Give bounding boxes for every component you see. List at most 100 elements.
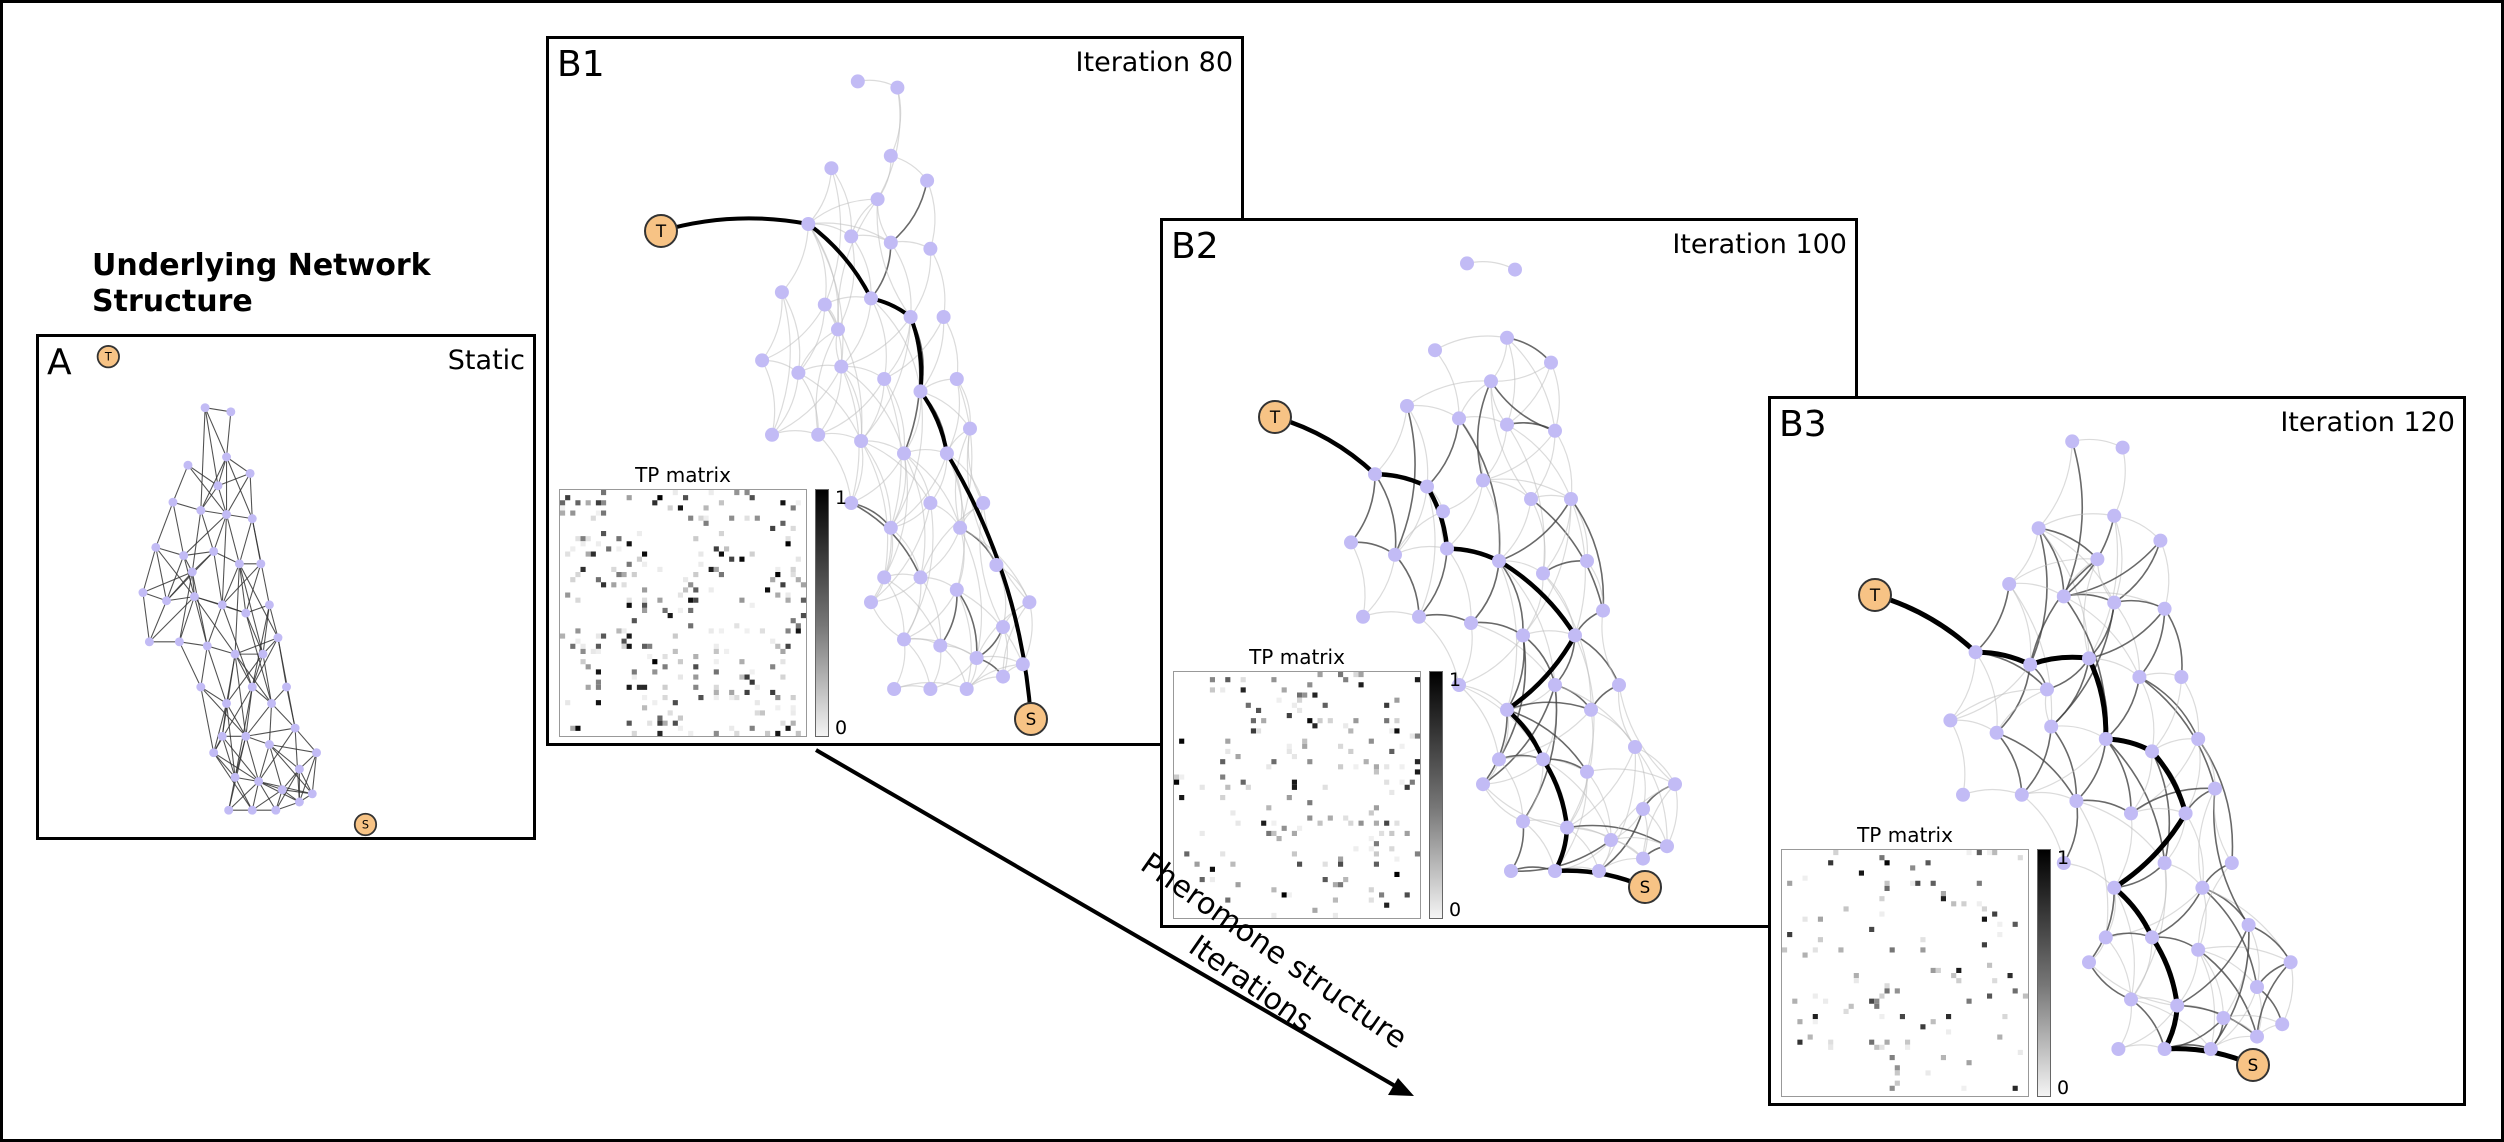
matrix-cell — [595, 541, 601, 547]
network-node — [209, 547, 219, 556]
network-node — [226, 407, 236, 417]
network-edge — [2117, 999, 2132, 1050]
network-edge — [245, 736, 260, 782]
matrix-cell — [1225, 784, 1231, 790]
matrix-cell — [1291, 830, 1297, 836]
start-node-t: T — [96, 345, 120, 369]
network-node — [1492, 752, 1506, 767]
network-edge — [213, 551, 223, 605]
network-edge — [2151, 676, 2182, 752]
network-edge — [262, 604, 270, 655]
matrix-cell — [1327, 815, 1333, 821]
tp-matrix-title: TP matrix — [1249, 645, 1345, 669]
terminal-circle — [353, 812, 378, 837]
network-node — [923, 682, 938, 696]
network-edge — [1554, 430, 1573, 500]
matrix-cell — [1286, 795, 1292, 801]
matrix-cell — [795, 623, 801, 629]
network-node — [824, 161, 839, 176]
matrix-cell — [616, 536, 622, 542]
matrix-cell — [601, 490, 607, 496]
network-edge — [1506, 701, 1592, 711]
network-edge — [890, 180, 928, 244]
network-edge — [2046, 657, 2090, 691]
network-edge — [178, 571, 193, 642]
matrix-cell — [626, 720, 632, 726]
network-node — [2157, 856, 2172, 870]
network-edge — [1406, 405, 1429, 487]
panel-tag: Static — [447, 345, 525, 376]
network-node — [247, 805, 257, 815]
network-edge — [2113, 887, 2135, 1000]
network-edge — [1482, 684, 1556, 785]
network-edge — [1482, 478, 1572, 500]
matrix-cell — [616, 628, 622, 634]
matrix-cell — [1291, 851, 1297, 857]
network-node — [1492, 554, 1506, 568]
network-edge — [268, 703, 273, 745]
matrix-cell — [1879, 855, 1885, 861]
matrix-cell — [693, 684, 699, 690]
network-node — [2203, 1042, 2218, 1056]
matrix-cell — [688, 597, 694, 603]
network-edge — [2009, 582, 2065, 597]
network-edge — [2088, 515, 2119, 659]
matrix-cell — [718, 628, 724, 634]
network-node — [1344, 535, 1358, 550]
network-node — [969, 651, 984, 665]
network-node — [1956, 787, 1970, 802]
network-node — [222, 452, 231, 462]
network-edge — [1490, 380, 1556, 432]
network-node — [224, 805, 234, 815]
network-edge — [166, 596, 195, 602]
network-edge — [234, 563, 240, 655]
network-edge — [926, 180, 936, 249]
terminal-label: S — [1640, 877, 1651, 897]
pheromone-path-edge — [944, 451, 1033, 721]
matrix-cell — [800, 597, 806, 603]
matrix-cell — [1368, 897, 1374, 903]
matrix-cell — [1414, 677, 1420, 683]
network-edge — [890, 242, 912, 318]
matrix-cell — [1266, 764, 1272, 770]
network-node — [755, 353, 770, 368]
network-node — [2056, 856, 2071, 870]
network-node — [1504, 864, 1518, 878]
matrix-cell — [1343, 677, 1349, 683]
matrix-cell — [1389, 748, 1395, 754]
network-edge — [1506, 709, 1588, 773]
network-edge — [191, 510, 202, 573]
network-edge — [221, 703, 228, 737]
matrix-cell — [698, 695, 704, 701]
matrix-cell — [1812, 1019, 1818, 1025]
matrix-cell — [642, 643, 648, 649]
network-node — [870, 192, 885, 207]
network-node — [1580, 764, 1594, 779]
matrix-cell — [749, 679, 755, 685]
network-edge — [238, 563, 279, 638]
network-edge — [841, 316, 912, 368]
matrix-cell — [1363, 759, 1369, 765]
network-edge — [213, 752, 236, 778]
matrix-cell — [1925, 860, 1931, 866]
network-edge — [1598, 746, 1637, 872]
network-node — [913, 570, 928, 585]
network-node — [850, 74, 865, 89]
network-edge — [2281, 962, 2294, 1025]
matrix-cell — [785, 541, 791, 547]
network-edge — [2139, 676, 2199, 740]
network-node — [222, 510, 231, 519]
network-edge — [1510, 821, 1525, 872]
network-edge — [920, 316, 945, 392]
network-edge — [761, 360, 776, 435]
network-edge — [1574, 635, 1595, 772]
network-edge — [2063, 595, 2108, 740]
network-edge — [817, 378, 885, 436]
matrix-cell — [590, 551, 596, 557]
network-edge — [148, 600, 168, 643]
network-edge — [226, 473, 251, 515]
network-edge — [2008, 583, 2032, 665]
matrix-cell — [754, 684, 760, 690]
panel-tag: Iteration 120 — [2280, 407, 2455, 438]
colorbar — [815, 489, 829, 737]
